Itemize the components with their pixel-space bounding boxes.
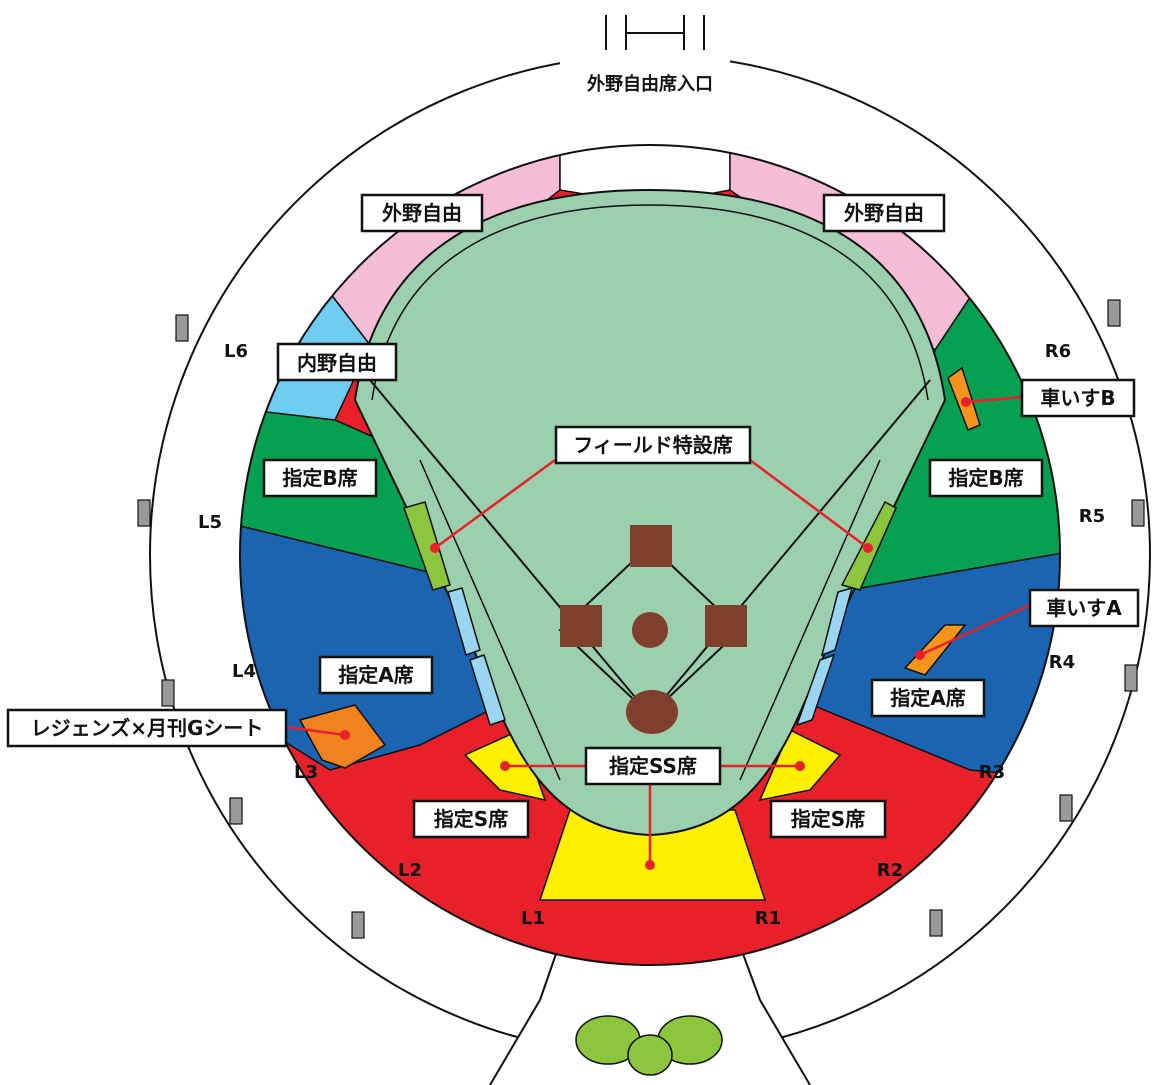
label-reserved-s-right[interactable]: 指定S席 — [769, 799, 887, 839]
svg-text:指定A席: 指定A席 — [890, 686, 965, 710]
concourse-markers — [137, 299, 1145, 939]
label-reserved-ss[interactable]: 指定SS席 — [584, 746, 722, 786]
label-reserved-a-right[interactable]: 指定A席 — [870, 678, 986, 718]
gate-L2: L2 — [398, 860, 422, 881]
first-base — [705, 605, 747, 647]
svg-text:車いすA: 車いすA — [1046, 596, 1122, 620]
label-legends-seat[interactable]: レジェンズ×月刊Gシート — [6, 708, 288, 748]
svg-text:指定B席: 指定B席 — [948, 466, 1023, 490]
box-left-2 — [469, 654, 506, 726]
svg-text:レジェンズ×月刊Gシート: レジェンズ×月刊Gシート — [31, 716, 264, 740]
svg-text:内野自由: 内野自由 — [297, 351, 377, 375]
label-reserved-a-left[interactable]: 指定A席 — [318, 655, 434, 695]
entrance-label: 外野自由席入口 — [587, 73, 713, 95]
box-left-1 — [447, 587, 481, 656]
gate-R6: R6 — [1045, 341, 1071, 362]
bush-3 — [627, 1034, 673, 1076]
pitchers-mound — [632, 612, 668, 648]
label-wheelchair-b[interactable]: 車いすB — [1020, 378, 1136, 418]
svg-text:外野自由: 外野自由 — [844, 201, 924, 225]
gate-R2: R2 — [877, 860, 903, 881]
third-base — [560, 605, 602, 647]
label-wheelchair-a[interactable]: 車いすA — [1028, 588, 1140, 628]
label-outfield-free-left[interactable]: 外野自由 — [360, 193, 484, 233]
gate-L6: L6 — [224, 341, 248, 362]
gate-L3: L3 — [294, 762, 318, 783]
svg-text:指定SS席: 指定SS席 — [609, 754, 697, 778]
playing-field — [353, 188, 947, 837]
label-field-special[interactable]: フィールド特設席 — [554, 425, 752, 465]
gate-L5: L5 — [198, 512, 222, 533]
svg-text:外野自由: 外野自由 — [382, 201, 462, 225]
svg-text:指定B席: 指定B席 — [282, 466, 357, 490]
label-reserved-s-left[interactable]: 指定S席 — [412, 799, 530, 839]
gate-L1: L1 — [521, 908, 545, 929]
svg-text:指定S席: 指定S席 — [434, 807, 508, 831]
box-right-2 — [795, 653, 836, 727]
gate-R4: R4 — [1049, 652, 1075, 673]
label-reserved-b-left[interactable]: 指定B席 — [262, 458, 378, 498]
svg-text:指定S席: 指定S席 — [791, 807, 865, 831]
svg-text:車いすB: 車いすB — [1040, 386, 1115, 410]
svg-text:フィールド特設席: フィールド特設席 — [573, 433, 733, 457]
gate-L4: L4 — [232, 661, 256, 682]
gate-R5: R5 — [1079, 506, 1105, 527]
second-base — [630, 525, 672, 567]
gate-R3: R3 — [979, 762, 1005, 783]
label-outfield-free-right[interactable]: 外野自由 — [822, 193, 946, 233]
home-plate-area — [626, 690, 678, 734]
gate-R1: R1 — [755, 908, 781, 929]
box-right-1 — [820, 586, 854, 657]
section-field-special-left[interactable] — [403, 501, 451, 591]
label-infield-free[interactable]: 内野自由 — [276, 342, 398, 382]
label-reserved-b-right[interactable]: 指定B席 — [928, 458, 1044, 498]
svg-text:指定A席: 指定A席 — [338, 663, 413, 687]
